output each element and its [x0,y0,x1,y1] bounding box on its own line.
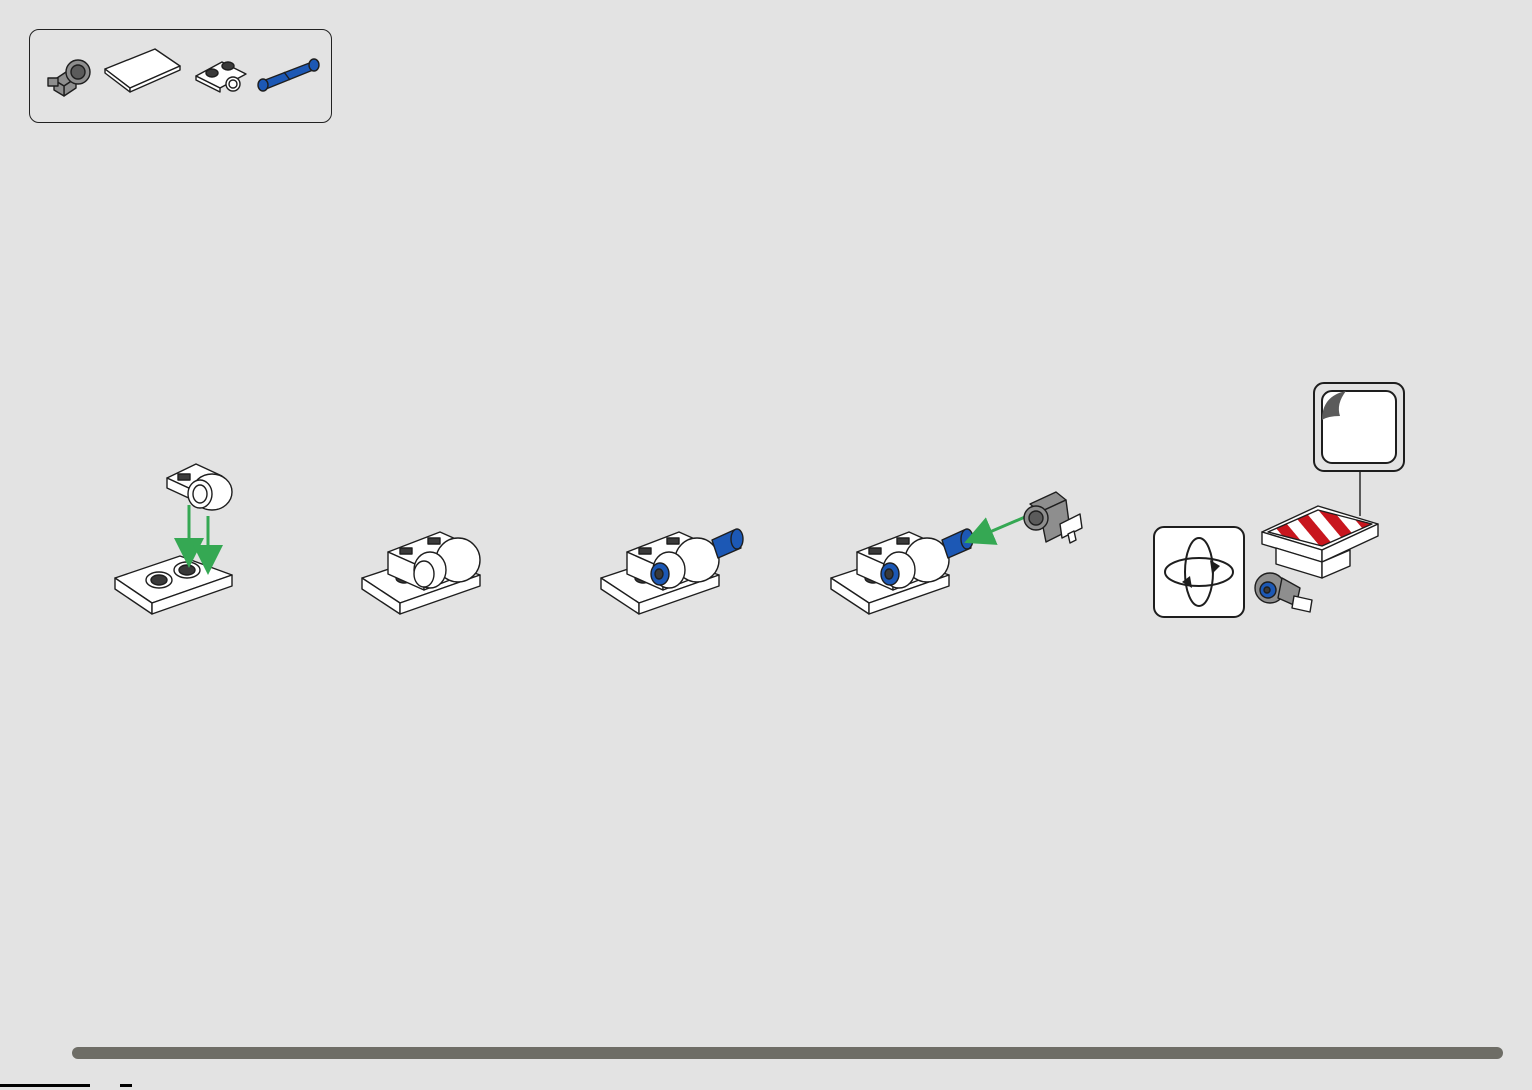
footer-mark [0,1084,90,1087]
step-5-assembly [1154,383,1404,617]
step-2-assembly [362,532,480,614]
gray-connector-part-icon [48,60,90,96]
step-1-assembly [115,464,232,614]
blue-pin-part-icon [258,59,319,91]
footer-mark-small [120,1084,132,1087]
rotate-model-icon [1154,527,1244,617]
step-3-assembly [601,529,743,614]
pin-hole-plate-part-icon [196,62,246,92]
page-progress-bar [72,1047,1503,1059]
step-4-assembly [831,492,1082,614]
sticker-sheet-part-icon [105,49,180,92]
